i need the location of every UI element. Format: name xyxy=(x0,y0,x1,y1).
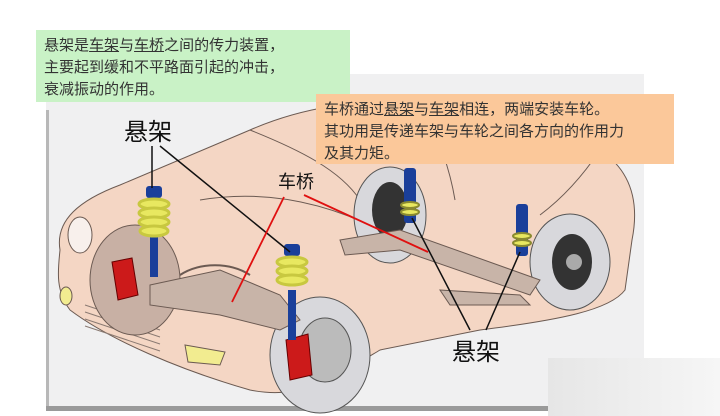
term-suspension: 悬架 xyxy=(384,100,415,118)
rear-right-strut xyxy=(512,204,532,256)
callout-line-1: 悬架是车架与车桥之间的传力装置， xyxy=(44,36,285,54)
callout-line-3: 及其力矩。 xyxy=(324,144,400,162)
term-frame: 车架 xyxy=(89,36,120,54)
side-light xyxy=(59,286,73,306)
front-left-caliper xyxy=(111,257,139,301)
front-left-strut xyxy=(137,186,171,277)
panel-edge xyxy=(46,110,49,410)
term-frame: 车架 xyxy=(429,100,460,118)
axle-label: 车桥 xyxy=(278,172,314,193)
leader-rear-suspension-2 xyxy=(485,251,521,331)
rear-suspension-label: 悬架 xyxy=(452,338,500,366)
axle-definition-callout: 车桥通过悬架与车架相连，两端安装车轮。 其功用是传递车架与车轮之间各方向的作用力… xyxy=(316,94,674,164)
front-right-strut xyxy=(275,244,309,340)
front-suspension-label: 悬架 xyxy=(124,118,172,146)
corner-fade xyxy=(548,358,720,416)
callout-line-2: 其功用是传递车架与车轮之间各方向的作用力 xyxy=(324,122,625,140)
callout-line-2: 主要起到缓和不平路面引起的冲击， xyxy=(44,58,285,76)
leader-axle-rear xyxy=(303,194,429,253)
leader-axle-front xyxy=(231,196,285,303)
rear-left-strut xyxy=(400,168,420,223)
callout-line-1: 车桥通过悬架与车架相连，两端安装车轮。 xyxy=(324,100,610,118)
rear-axle xyxy=(339,229,541,296)
term-axle: 车桥 xyxy=(134,36,165,54)
suspension-definition-callout: 悬架是车架与车桥之间的传力装置， 主要起到缓和不平路面引起的冲击， 衰减振动的作… xyxy=(36,30,350,102)
leader-rear-suspension-1 xyxy=(411,217,471,331)
leader-front-suspension-2 xyxy=(159,145,291,253)
headlight xyxy=(67,216,93,254)
front-right-caliper xyxy=(285,333,313,381)
fog-light xyxy=(184,344,226,366)
callout-line-3: 衰减振动的作用。 xyxy=(44,80,165,98)
